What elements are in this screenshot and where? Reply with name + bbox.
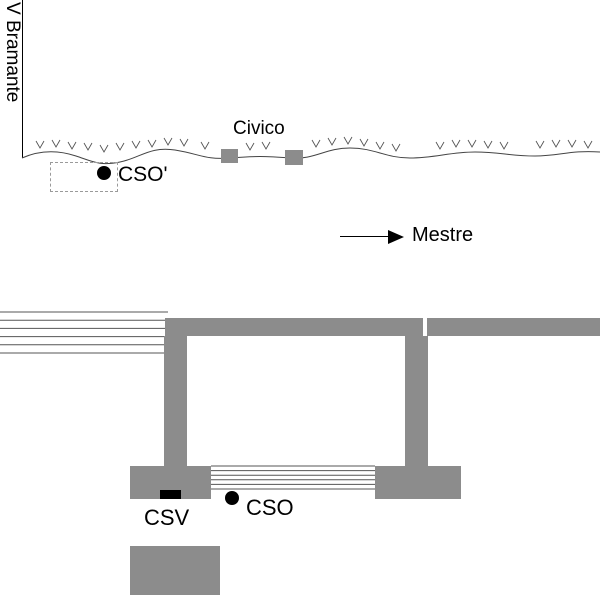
grass-symbol	[245, 142, 255, 151]
grass-symbol	[435, 141, 445, 150]
pier-right	[405, 336, 428, 466]
grass-symbol	[51, 139, 61, 148]
grass-symbol	[83, 142, 93, 151]
grass-symbol	[67, 141, 77, 150]
grass-symbols-group	[35, 136, 593, 153]
grass-symbol	[131, 140, 141, 149]
excavation-dashed-outline	[50, 162, 118, 192]
grass-symbol	[261, 141, 271, 150]
civico-label: Civico	[233, 118, 285, 139]
grass-symbol	[327, 137, 337, 146]
grass-symbol	[567, 139, 577, 148]
building-marker-1	[221, 149, 238, 163]
grass-symbol	[483, 140, 493, 149]
grass-symbol	[391, 143, 401, 152]
survey-point-cso	[225, 491, 239, 505]
hatch-lines-group	[0, 311, 375, 490]
grass-symbol	[311, 139, 321, 148]
grass-symbol	[583, 140, 593, 149]
arrow-right-icon	[388, 229, 404, 244]
csv-label: CSV	[144, 505, 190, 530]
grass-symbol	[499, 141, 509, 150]
grass-symbol	[451, 139, 461, 148]
building-marker-2	[285, 150, 303, 165]
deck-beam-right	[427, 318, 600, 336]
grass-symbol	[163, 137, 173, 146]
mestre-direction-label: Mestre	[412, 224, 474, 246]
grass-symbol	[551, 139, 561, 148]
grass-symbol	[535, 140, 545, 149]
grass-symbol	[375, 141, 385, 150]
cso-label: CSO	[246, 495, 294, 520]
foundation-block	[130, 546, 220, 595]
grass-symbol	[147, 139, 157, 148]
grass-symbol	[343, 136, 353, 145]
grass-symbol	[35, 140, 45, 149]
grass-symbol	[179, 138, 189, 147]
grass-symbol	[115, 142, 125, 151]
pier-left	[164, 336, 187, 466]
grass-symbol	[99, 144, 109, 153]
survey-marker-csv	[160, 490, 181, 499]
survey-point-cso-prime	[97, 166, 111, 180]
grass-symbol	[359, 138, 369, 147]
direction-arrow-line	[340, 236, 389, 237]
deck-beam-left	[165, 318, 423, 336]
bramante-street-line	[22, 0, 23, 158]
cso-prime-label: CSO'	[118, 163, 168, 186]
footing-right	[375, 466, 461, 499]
grass-symbol	[467, 139, 477, 148]
grass-symbol	[200, 141, 210, 150]
